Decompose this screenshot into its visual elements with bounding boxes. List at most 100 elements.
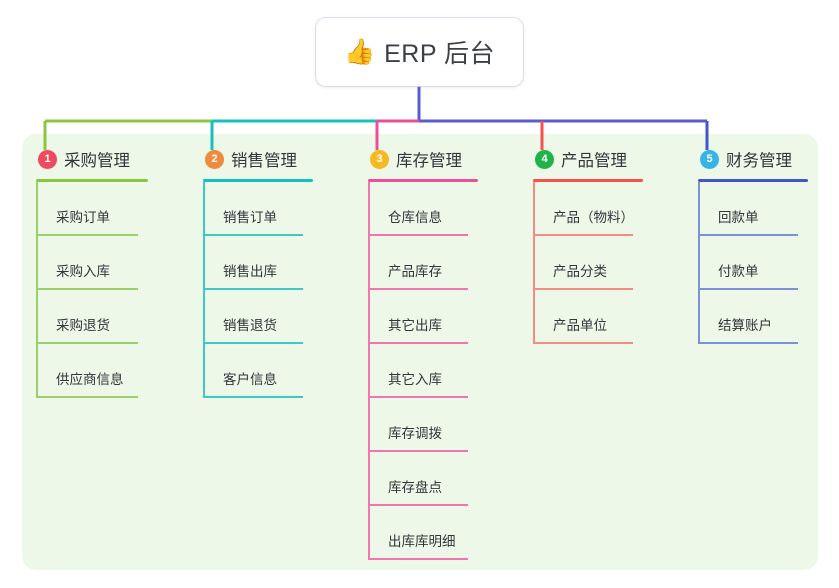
leaf-underline bbox=[698, 288, 798, 290]
leaf-label: 销售出库 bbox=[223, 264, 277, 279]
leaf-spine bbox=[698, 236, 700, 290]
leaf-underline bbox=[368, 558, 468, 560]
leaf-item[interactable]: 采购入库 bbox=[36, 236, 148, 290]
branch-title: 财务管理 bbox=[726, 152, 792, 170]
leaf-item[interactable]: 出库库明细 bbox=[368, 506, 478, 560]
leaf-item[interactable]: 产品库存 bbox=[368, 236, 478, 290]
branch-leaf-list: 回款单付款单结算账户 bbox=[698, 182, 808, 344]
branch-number-badge: 1 bbox=[38, 149, 57, 169]
leaf-item[interactable]: 回款单 bbox=[698, 182, 808, 236]
leaf-label: 产品分类 bbox=[553, 264, 607, 279]
leaf-spine bbox=[533, 290, 535, 344]
leaf-item[interactable]: 仓库信息 bbox=[368, 182, 478, 236]
branch-leaf-list: 销售订单销售出库销售退货客户信息 bbox=[203, 182, 313, 398]
leaf-underline bbox=[368, 504, 468, 506]
branch-number-badge: 4 bbox=[535, 149, 554, 169]
leaf-spine bbox=[203, 182, 205, 236]
leaf-spine bbox=[203, 236, 205, 290]
leaf-underline bbox=[36, 342, 138, 344]
leaf-underline bbox=[36, 234, 138, 236]
leaf-item[interactable]: 产品分类 bbox=[533, 236, 643, 290]
branch-title: 采购管理 bbox=[64, 152, 130, 170]
leaf-label: 其它出库 bbox=[388, 318, 442, 333]
leaf-item[interactable]: 采购订单 bbox=[36, 182, 148, 236]
root-node[interactable]: 👍 ERP 后台 bbox=[316, 18, 523, 86]
leaf-label: 采购订单 bbox=[56, 210, 110, 225]
leaf-underline bbox=[533, 234, 633, 236]
branch-leaf-list: 仓库信息产品库存其它出库其它入库库存调拨库存盘点出库库明细 bbox=[368, 182, 478, 560]
leaf-spine bbox=[698, 290, 700, 344]
leaf-item[interactable]: 库存盘点 bbox=[368, 452, 478, 506]
leaf-underline bbox=[698, 342, 798, 344]
leaf-item[interactable]: 销售退货 bbox=[203, 290, 313, 344]
leaf-spine bbox=[36, 236, 38, 290]
leaf-underline bbox=[203, 342, 303, 344]
leaf-label: 采购退货 bbox=[56, 318, 110, 333]
leaf-item[interactable]: 产品单位 bbox=[533, 290, 643, 344]
leaf-label: 产品库存 bbox=[388, 264, 442, 279]
leaf-item[interactable]: 销售出库 bbox=[203, 236, 313, 290]
thumbs-up-icon: 👍 bbox=[343, 37, 376, 66]
leaf-label: 销售退货 bbox=[223, 318, 277, 333]
leaf-item[interactable]: 其它出库 bbox=[368, 290, 478, 344]
leaf-spine bbox=[533, 182, 535, 236]
leaf-spine bbox=[368, 236, 370, 290]
leaf-underline bbox=[203, 234, 303, 236]
leaf-spine bbox=[368, 506, 370, 560]
leaf-underline bbox=[533, 288, 633, 290]
leaf-spine bbox=[368, 182, 370, 236]
leaf-item[interactable]: 采购退货 bbox=[36, 290, 148, 344]
leaf-underline bbox=[698, 234, 798, 236]
leaf-underline bbox=[368, 288, 468, 290]
branch-header-5[interactable]: 5 财务管理 bbox=[698, 146, 808, 172]
leaf-spine bbox=[368, 344, 370, 398]
leaf-spine bbox=[36, 182, 38, 236]
leaf-spine bbox=[368, 398, 370, 452]
leaf-label: 采购入库 bbox=[56, 264, 110, 279]
leaf-underline bbox=[368, 342, 468, 344]
leaf-label: 客户信息 bbox=[223, 372, 277, 387]
leaf-label: 产品（物料） bbox=[553, 210, 634, 225]
branch-header-1[interactable]: 1 采购管理 bbox=[36, 146, 148, 172]
root-node-title: ERP 后台 bbox=[384, 40, 496, 68]
leaf-underline bbox=[36, 288, 138, 290]
leaf-spine bbox=[368, 290, 370, 344]
leaf-spine bbox=[533, 236, 535, 290]
branch-title: 库存管理 bbox=[396, 152, 462, 170]
leaf-underline bbox=[36, 396, 138, 398]
branch-column-5: 5 财务管理回款单付款单结算账户 bbox=[698, 146, 808, 344]
branch-number-badge: 5 bbox=[700, 149, 719, 169]
branch-underline bbox=[698, 179, 808, 182]
leaf-underline bbox=[368, 396, 468, 398]
leaf-spine bbox=[203, 290, 205, 344]
leaf-item[interactable]: 结算账户 bbox=[698, 290, 808, 344]
leaf-label: 其它入库 bbox=[388, 372, 442, 387]
leaf-label: 销售订单 bbox=[223, 210, 277, 225]
leaf-underline bbox=[203, 396, 303, 398]
leaf-label: 仓库信息 bbox=[388, 210, 442, 225]
leaf-underline bbox=[533, 342, 633, 344]
leaf-item[interactable]: 销售订单 bbox=[203, 182, 313, 236]
leaf-item[interactable]: 其它入库 bbox=[368, 344, 478, 398]
branch-underline bbox=[36, 179, 148, 182]
branch-leaf-list: 产品（物料） 产品分类产品单位 bbox=[533, 182, 643, 344]
branch-number-badge: 2 bbox=[205, 149, 224, 169]
leaf-item[interactable]: 供应商信息 bbox=[36, 344, 148, 398]
leaf-spine bbox=[203, 344, 205, 398]
leaf-item[interactable]: 付款单 bbox=[698, 236, 808, 290]
leaf-item[interactable]: 库存调拨 bbox=[368, 398, 478, 452]
leaf-label: 结算账户 bbox=[718, 318, 772, 333]
branch-leaf-list: 采购订单采购入库采购退货供应商信息 bbox=[36, 182, 148, 398]
leaf-item[interactable]: 客户信息 bbox=[203, 344, 313, 398]
branches-panel bbox=[22, 134, 818, 570]
branch-column-1: 1 采购管理采购订单采购入库采购退货供应商信息 bbox=[36, 146, 148, 398]
leaf-item[interactable]: 产品（物料） bbox=[533, 182, 643, 236]
leaf-spine bbox=[36, 344, 38, 398]
leaf-label: 回款单 bbox=[718, 210, 759, 225]
